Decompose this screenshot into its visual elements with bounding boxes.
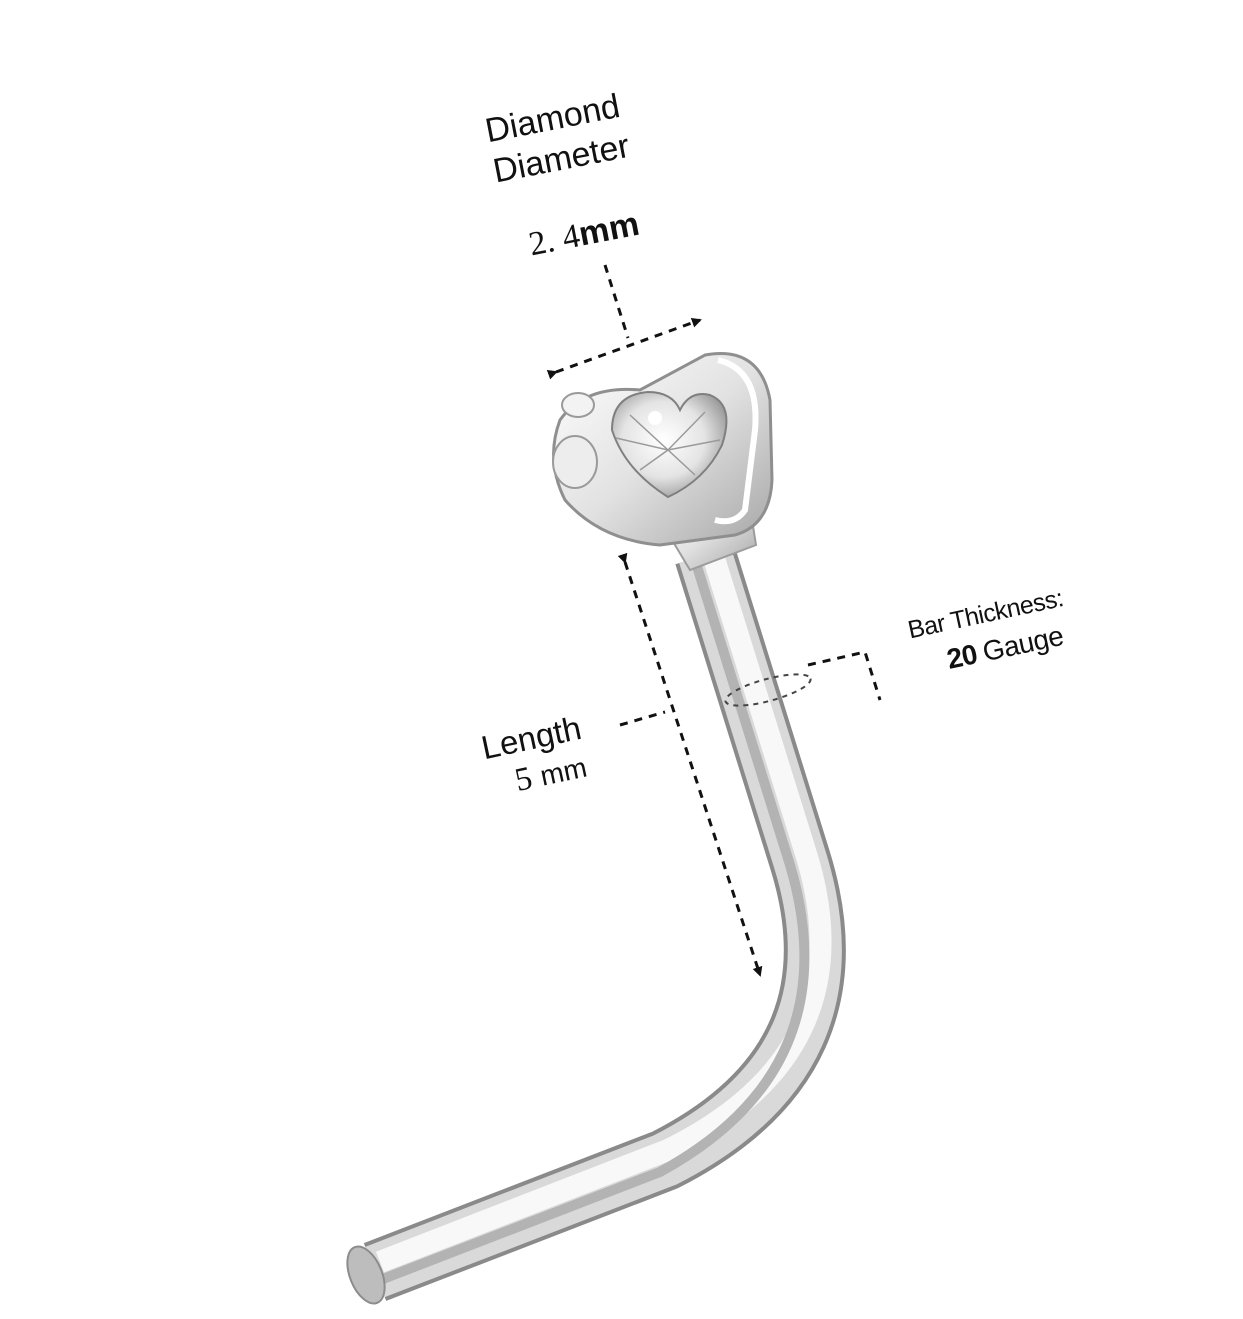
bar-gauge-value: 20 <box>943 638 980 675</box>
length-unit: mm <box>537 751 590 792</box>
length-value: 5 <box>511 760 536 799</box>
bar-shaft <box>363 545 846 1301</box>
diamond-diameter-dimension <box>546 264 702 380</box>
length-dimension <box>617 552 763 977</box>
bar-end-cap <box>346 1245 386 1305</box>
bar-thickness-dimension <box>724 650 882 707</box>
heart-diamond <box>610 390 728 499</box>
